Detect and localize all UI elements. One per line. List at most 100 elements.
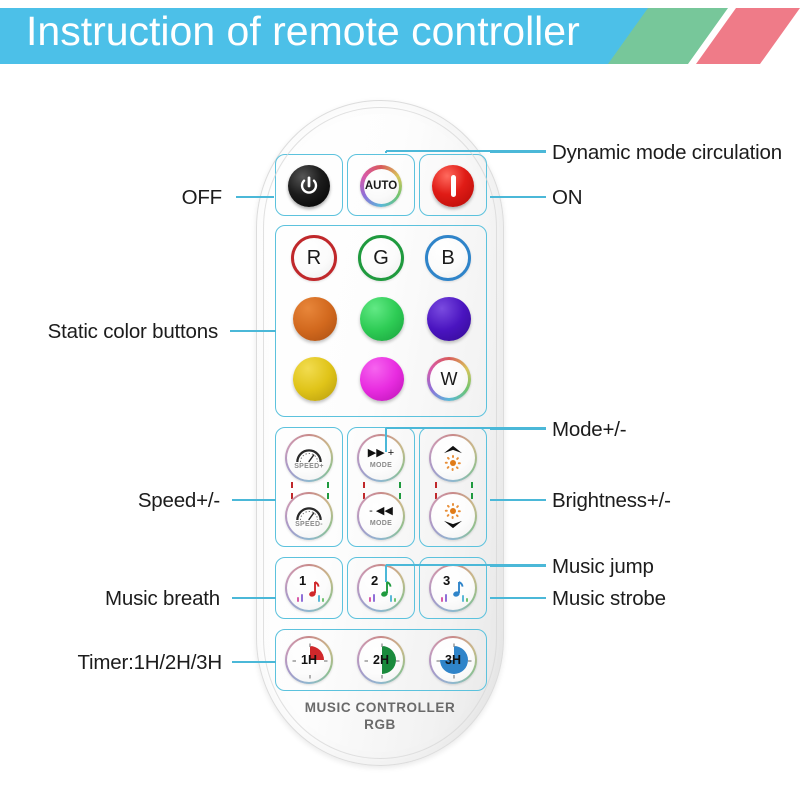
timer-3h-label: 3H [445,653,461,667]
brightness-down-button[interactable] [429,492,477,540]
mode-up-glyph: ▶▶ + [367,447,395,459]
speed-dash-right [327,482,329,510]
mode-dash-right [399,482,401,510]
power-off-button[interactable] [288,165,330,207]
group-music-3 [419,557,487,619]
callout-brightness: Brightness+/- [552,489,671,512]
leader-off [236,196,274,198]
color-button-violet[interactable] [427,297,471,341]
sun-icon [445,455,462,471]
banner-blue-shape [0,8,680,64]
clock-icon [436,643,472,679]
timer-2h-button[interactable]: 2H [357,636,405,684]
b-button[interactable]: B [425,235,471,281]
group-mode [347,427,415,547]
brightness-dash-left [435,482,437,510]
leader-brightness [490,499,546,501]
b-button-label: B [441,246,455,269]
g-button[interactable]: G [358,235,404,281]
clock-icon [292,643,328,679]
group-power-row [275,154,343,216]
leader-music-breath [232,597,276,599]
color-button-white[interactable]: W [427,357,471,401]
leader-dynamic-mode [490,151,546,153]
leader-static-color [230,330,276,332]
r-button-label: R [306,246,322,269]
chevron-down-icon [444,520,462,529]
group-timer [275,629,487,691]
color-button-orange[interactable] [293,297,337,341]
music-1-label: 1 [299,573,307,588]
group-on [419,154,487,216]
banner-pink-shape [696,8,800,64]
mode-up-caption: MODE [369,462,393,469]
callout-static-color: Static color buttons [47,320,219,343]
bar-icon [450,175,456,197]
mode-dash-left [363,482,365,510]
leader-music-jump [490,565,546,567]
music-jump-button[interactable]: 2 [357,564,405,612]
timer-3h-button[interactable]: 3H [429,636,477,684]
music-note-icon [309,580,320,597]
mode-down-button[interactable]: - ◀◀ MODE [357,492,405,540]
music-strobe-button[interactable]: 3 [429,564,477,612]
leader-on [490,196,546,198]
color-button-magenta[interactable] [360,357,404,401]
mode-up-button[interactable]: ▶▶ + MODE [357,434,405,482]
leader-music-strobe [490,597,546,599]
leader-mode [490,428,546,430]
auto-button-label: AUTO [363,168,399,204]
leader-speed [232,499,276,501]
timer-2h-label: 2H [373,653,389,667]
music-note-icon [453,580,464,597]
power-icon [300,176,318,194]
music-2-label: 2 [371,573,379,588]
group-music-2 [347,557,415,619]
callout-music-jump: Music jump [552,555,654,578]
banner-green-shape [608,8,728,64]
auto-button[interactable]: AUTO [360,165,402,207]
header-banner: Instruction of remote controller [0,0,800,72]
speed-dash-left [291,482,293,510]
callout-mode: Mode+/- [552,418,627,441]
callout-music-breath: Music breath [105,587,220,610]
music-note-icon [381,580,392,597]
brand-line-1: MUSIC CONTROLLER [304,700,456,715]
on-button[interactable] [432,165,474,207]
callout-off: OFF [181,186,223,209]
brand-line-2: RGB [364,717,396,732]
color-button-green[interactable] [360,297,404,341]
sun-icon [445,503,462,519]
white-button-label: W [430,360,468,398]
timer-1h-label: 1H [301,653,317,667]
device-brand-text: MUSIC CONTROLLER RGB [257,699,503,733]
group-auto [347,154,415,216]
chevron-up-icon [444,445,462,454]
group-static-colors [275,225,487,417]
brightness-dash-right [471,482,473,510]
gauge-icon [296,448,322,462]
r-button[interactable]: R [291,235,337,281]
timer-1h-button[interactable]: 1H [285,636,333,684]
remote-control-body: AUTO R G B W [256,100,504,766]
speed-down-button[interactable]: SPEED- [285,492,333,540]
callout-music-strobe: Music strobe [552,587,666,610]
mode-down-glyph: - ◀◀ [369,505,393,517]
leader-timer [232,661,276,663]
callout-timer: Timer:1H/2H/3H [77,651,222,674]
music-breath-button[interactable]: 1 [285,564,333,612]
callout-speed: Speed+/- [137,489,220,512]
g-button-label: G [373,246,389,269]
callout-dynamic-mode: Dynamic mode circulation [552,141,782,164]
group-music-1 [275,557,343,619]
callout-on: ON [552,186,583,209]
gauge-icon [296,506,322,520]
group-speed [275,427,343,547]
brightness-up-button[interactable] [429,434,477,482]
music-3-label: 3 [443,573,451,588]
speed-up-button[interactable]: SPEED+ [285,434,333,482]
speed-down-caption: SPEED- [295,520,323,528]
page-title: Instruction of remote controller [26,8,580,54]
color-button-yellow[interactable] [293,357,337,401]
